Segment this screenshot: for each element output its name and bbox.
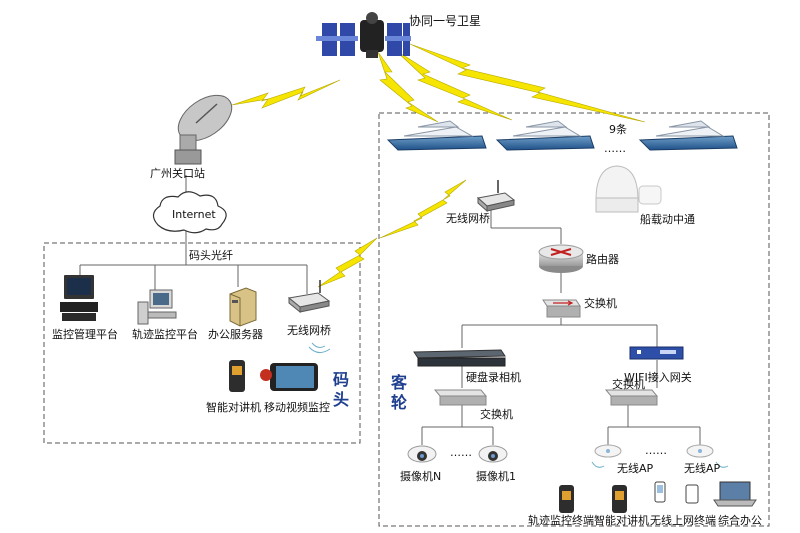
dock-intercom-label: 智能对讲机: [206, 400, 261, 414]
mobile-video-icon: [260, 363, 318, 391]
server-icon: [229, 287, 257, 327]
intercom-icon: [612, 485, 627, 513]
dome-camera-icon: [478, 445, 508, 463]
track-platform-label: 轨迹监控平台: [132, 327, 198, 341]
switch-wifi-label: 交换机: [612, 377, 645, 391]
laptop-icon: [713, 481, 757, 507]
tablet-icon: [685, 484, 699, 504]
wireless-links: [231, 43, 646, 288]
ship-zone-char-1: 客: [391, 373, 408, 392]
ship-ellipsis: ……: [604, 142, 626, 155]
lightning-sat-ship2: [394, 49, 513, 121]
lightning-sat-ship3: [409, 43, 646, 123]
monitor-platform-label: 监控管理平台: [52, 327, 118, 341]
wifi-terminal-label: 无线上网终端: [650, 513, 716, 527]
monitor-platform-icon: [60, 275, 98, 321]
intercom-icon: [229, 360, 245, 392]
switch-icon: [542, 299, 581, 318]
ship-icon: [386, 120, 487, 151]
mobile-phone-icon: [654, 481, 666, 503]
camera-n-label: 摄像机N: [400, 469, 441, 483]
dock-zone-label: 码 头: [333, 370, 355, 409]
ground-station-label: 广州关口站: [150, 166, 205, 180]
satellite-icon: [316, 12, 411, 58]
router-label: 路由器: [586, 252, 619, 266]
lightning-bridge-bottom: [317, 237, 378, 288]
ship-bridge-label: 无线网桥: [446, 211, 490, 225]
nvr-icon: [413, 349, 506, 367]
wifi-gateway-label: WIFI接入网关: [624, 370, 692, 384]
track-terminal-icon: [559, 485, 574, 513]
ship-satcom-label: 船载动中通: [640, 212, 695, 226]
satellite-label: 协同一号卫星: [409, 13, 481, 28]
satellite-dish-icon: [174, 94, 233, 165]
cloud-icon: [152, 191, 227, 234]
ship-count-label: 9条: [609, 122, 627, 136]
satcom-dome-icon: [595, 165, 662, 213]
access-point-icon: [686, 444, 729, 468]
ship-intercom-label: 智能对讲机: [594, 513, 649, 527]
ship-zone-label: 客 轮: [391, 373, 413, 412]
office-server-label: 办公服务器: [208, 328, 263, 341]
dome-camera-icon: [407, 445, 437, 463]
switch-icon: [433, 389, 488, 406]
ap-ellipsis: ……: [645, 444, 667, 457]
router-icon: [538, 244, 584, 273]
dock-bridge-label: 无线网桥: [287, 323, 331, 337]
switch-icon: [604, 389, 659, 406]
internet-label: Internet: [172, 208, 216, 221]
dock-fiber-label: 码头光纤: [189, 248, 233, 262]
ship-zone-box: [378, 112, 770, 527]
mobile-video-label: 移动视频监控: [264, 400, 330, 414]
lightning-sat-ground: [231, 79, 341, 109]
ap-2-label: 无线AP: [684, 461, 721, 475]
dock-zone-box: [43, 242, 361, 444]
camera-1-label: 摄像机1: [476, 469, 516, 483]
ap-1-label: 无线AP: [617, 461, 654, 475]
dock-zone-char-1: 码: [333, 370, 349, 389]
wifi-gateway-icon: [629, 346, 684, 360]
wireless-bridge-icon: [476, 180, 516, 213]
wireless-bridge-icon: [287, 280, 331, 353]
ship-icon: [638, 120, 738, 151]
track-terminal-label: 轨迹监控终端: [528, 513, 594, 527]
ship-icon: [495, 120, 595, 151]
wired-links: [79, 175, 701, 445]
pc-icon: [137, 289, 177, 325]
office-terminal-label: 综合办公: [718, 513, 762, 527]
camera-ellipsis: ……: [450, 446, 472, 459]
access-point-icon: [591, 444, 622, 468]
switch-nvr-label: 交换机: [480, 407, 513, 421]
ship-zone-char-2: 轮: [391, 393, 407, 412]
lightning-sat-ship1: [377, 51, 439, 123]
dock-zone-char-2: 头: [333, 390, 349, 409]
nvr-label: 硬盘录相机: [466, 370, 521, 384]
lightning-bridge-top: [379, 179, 467, 239]
switch-main-label: 交换机: [584, 296, 617, 310]
